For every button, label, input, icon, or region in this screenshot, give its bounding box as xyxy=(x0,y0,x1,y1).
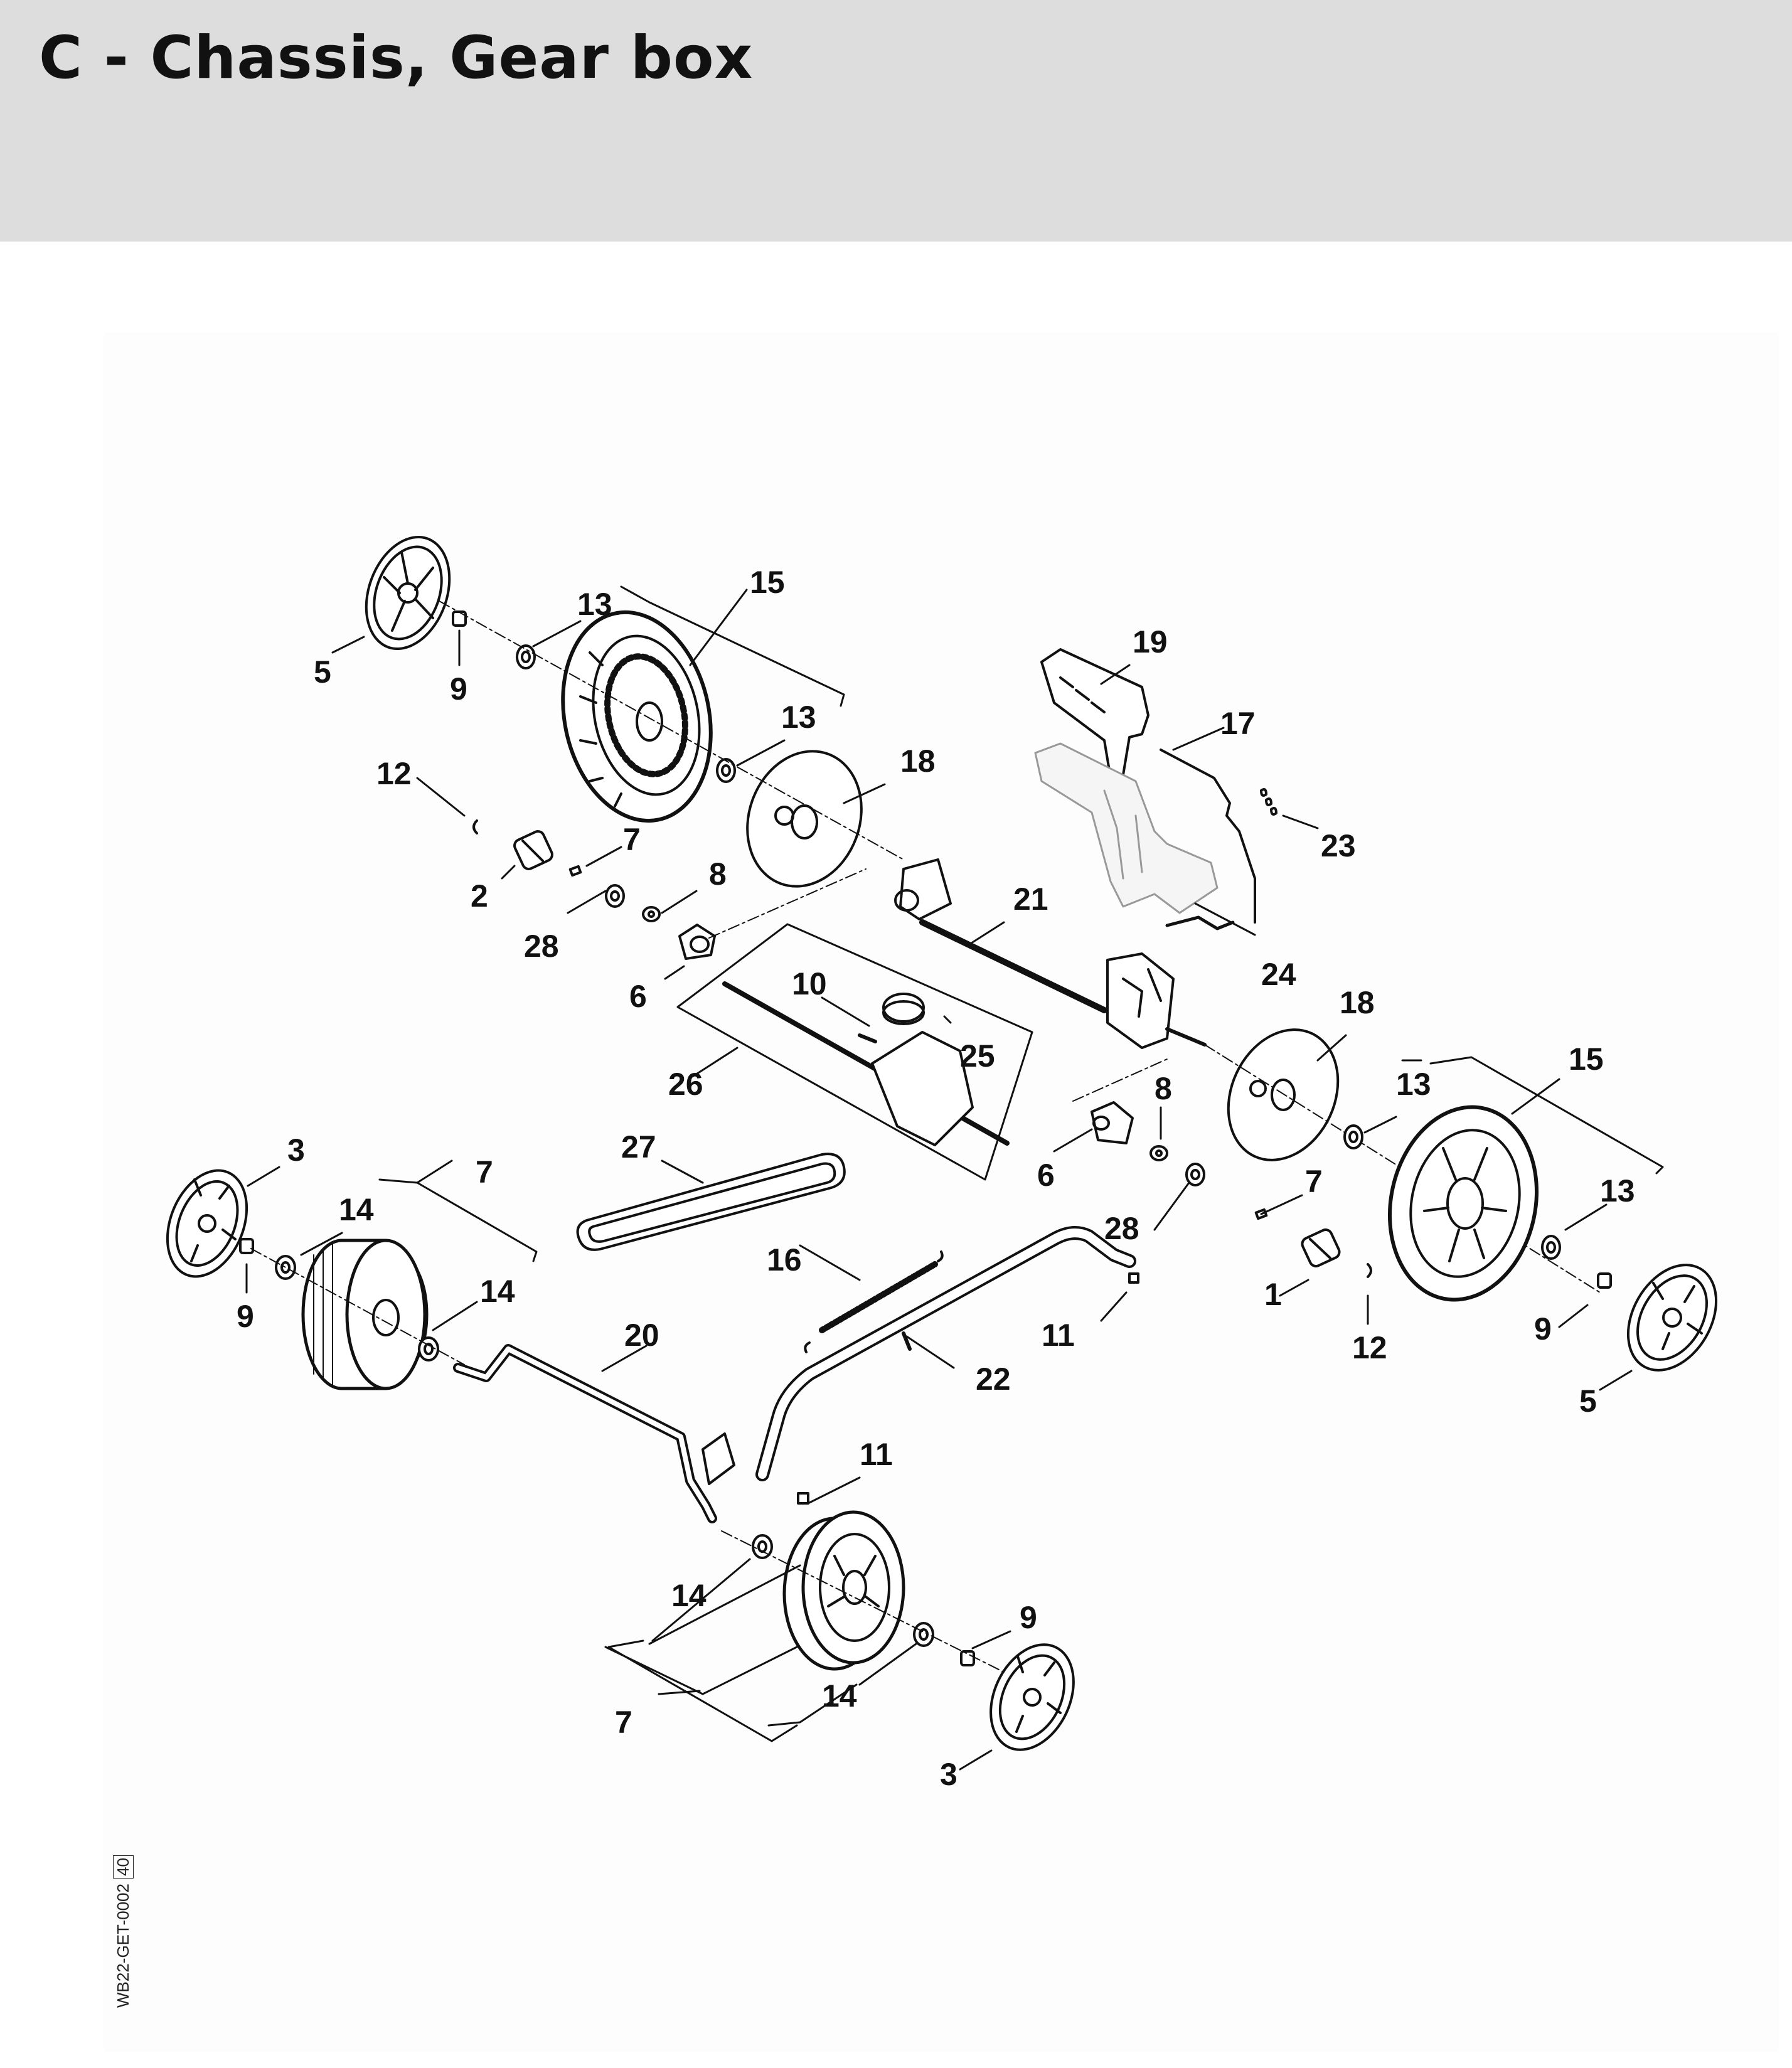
disc-18-right xyxy=(1227,1028,1340,1161)
axle-20 xyxy=(453,1344,735,1523)
callout-3-left: 3 xyxy=(287,1133,305,1168)
hubcap-bottom-3 xyxy=(989,1643,1075,1751)
callout-5-left: 6 xyxy=(629,979,647,1014)
callout-14-left-b: 14 xyxy=(480,1274,515,1309)
callout-22: 22 xyxy=(976,1362,1011,1397)
bearing-13-top xyxy=(516,644,536,669)
rod-17 xyxy=(1160,749,1256,924)
callout-13-right-a: 13 xyxy=(1396,1067,1431,1102)
reference-code-text: WB22-GET-0002 xyxy=(114,1884,132,2008)
disc-18-top xyxy=(746,750,863,888)
callout-6-right: 7 xyxy=(1305,1164,1323,1199)
hubcap-top-left xyxy=(365,535,451,651)
callout-26: 26 xyxy=(668,1067,703,1102)
callout-9-left: 9 xyxy=(237,1299,254,1334)
callout-8-left: 8 xyxy=(709,856,727,892)
reference-page: 40 xyxy=(113,1855,134,1879)
drive-belt-27 xyxy=(576,1153,846,1251)
spring-23 xyxy=(1260,788,1277,816)
bushing-5-left xyxy=(678,924,716,960)
callout-7-left: 7 xyxy=(476,1154,493,1190)
hubcap-left-3 xyxy=(166,1169,248,1278)
callout-28-right: 28 xyxy=(1104,1211,1139,1246)
nut-9-bottom xyxy=(960,1650,975,1666)
callout-27: 27 xyxy=(621,1129,656,1165)
bearing-13-right xyxy=(1541,1235,1561,1260)
callout-24: 24 xyxy=(1261,957,1296,992)
callout-11-right: 11 xyxy=(1042,1318,1075,1353)
callout-3-bottom: 3 xyxy=(940,1757,957,1792)
callout-11-lower: 11 xyxy=(860,1437,893,1472)
nut-11-lower xyxy=(797,1492,809,1505)
bearing-13-top-inner xyxy=(716,758,736,783)
callout-9-top: 9 xyxy=(450,671,467,706)
nut-11-right xyxy=(1128,1272,1139,1284)
callout-12-left: 12 xyxy=(376,756,412,791)
callout-4-top: 5 xyxy=(314,654,331,690)
callout-21: 21 xyxy=(1013,882,1048,917)
shaft-21 xyxy=(894,858,1207,1049)
clip-12-left xyxy=(472,819,478,834)
rod-24 xyxy=(1165,915,1235,930)
callout-18-right: 18 xyxy=(1340,985,1375,1020)
wheel-7-left xyxy=(301,1239,429,1390)
clip-12-right xyxy=(1367,1263,1372,1278)
spring-16 xyxy=(804,1250,944,1353)
washer-8-right xyxy=(1149,1145,1168,1161)
callout-13-top: 13 xyxy=(577,587,612,622)
callout-4-right: 5 xyxy=(1579,1383,1597,1419)
ratchet-2-left xyxy=(513,830,553,870)
nut-9-top xyxy=(452,610,467,627)
gearbox-frame-26 xyxy=(676,923,1033,1181)
callout-13-right-b: 13 xyxy=(1600,1173,1635,1208)
bearing-28-left xyxy=(605,884,625,908)
callout-2: 2 xyxy=(471,878,488,914)
handle-bar-22 xyxy=(755,1226,1136,1481)
bearing-28-right xyxy=(1185,1163,1205,1186)
bearing-14-bottom-low xyxy=(913,1622,934,1647)
housing-ghost xyxy=(1034,742,1219,914)
callout-25: 25 xyxy=(960,1038,995,1074)
callout-14-bottom-a: 14 xyxy=(671,1578,707,1613)
wheel-15-right xyxy=(1387,1105,1539,1302)
callout-15-top: 15 xyxy=(750,565,785,600)
callout-16: 16 xyxy=(767,1242,802,1277)
callout-5-right: 6 xyxy=(1037,1158,1055,1193)
nut-9-right xyxy=(1597,1272,1612,1289)
callout-19: 19 xyxy=(1133,624,1168,659)
bearing-13-right-inner xyxy=(1343,1124,1363,1149)
hubcap-right xyxy=(1626,1264,1718,1372)
callout-13-top-b: 13 xyxy=(781,700,816,735)
callout-9-bottom: 9 xyxy=(1020,1600,1037,1635)
wheel-7-bottom xyxy=(782,1510,905,1671)
callout-10: 10 xyxy=(792,966,827,1001)
header-bar: C - Chassis, Gear box xyxy=(0,0,1792,242)
callout-14-left-a: 14 xyxy=(339,1192,374,1227)
callout-6-left: 7 xyxy=(623,822,641,857)
callout-14-bottom-b: 14 xyxy=(822,1678,857,1714)
callout-28-left: 28 xyxy=(524,929,559,964)
page-title: C - Chassis, Gear box xyxy=(39,24,754,92)
callout-23: 23 xyxy=(1321,828,1356,863)
callout-15-right: 15 xyxy=(1569,1042,1604,1077)
callout-18-top: 18 xyxy=(900,744,936,779)
callout-9-right: 9 xyxy=(1534,1311,1552,1346)
callout-17: 17 xyxy=(1220,706,1256,741)
washer-8-left xyxy=(642,906,661,922)
bushing-5-right xyxy=(1091,1101,1134,1144)
callout-12-right: 12 xyxy=(1352,1330,1387,1365)
callout-20: 20 xyxy=(624,1318,659,1353)
callout-1: 1 xyxy=(1264,1277,1282,1312)
callout-7-bottom: 7 xyxy=(615,1705,632,1740)
reference-code: WB22-GET-0002 40 xyxy=(113,1855,134,2008)
ratchet-1-right xyxy=(1301,1228,1341,1268)
wheel-15-top xyxy=(561,610,713,823)
callout-8-right: 8 xyxy=(1155,1071,1172,1106)
pin-6-left xyxy=(568,865,582,877)
nut-9-left xyxy=(239,1238,254,1254)
